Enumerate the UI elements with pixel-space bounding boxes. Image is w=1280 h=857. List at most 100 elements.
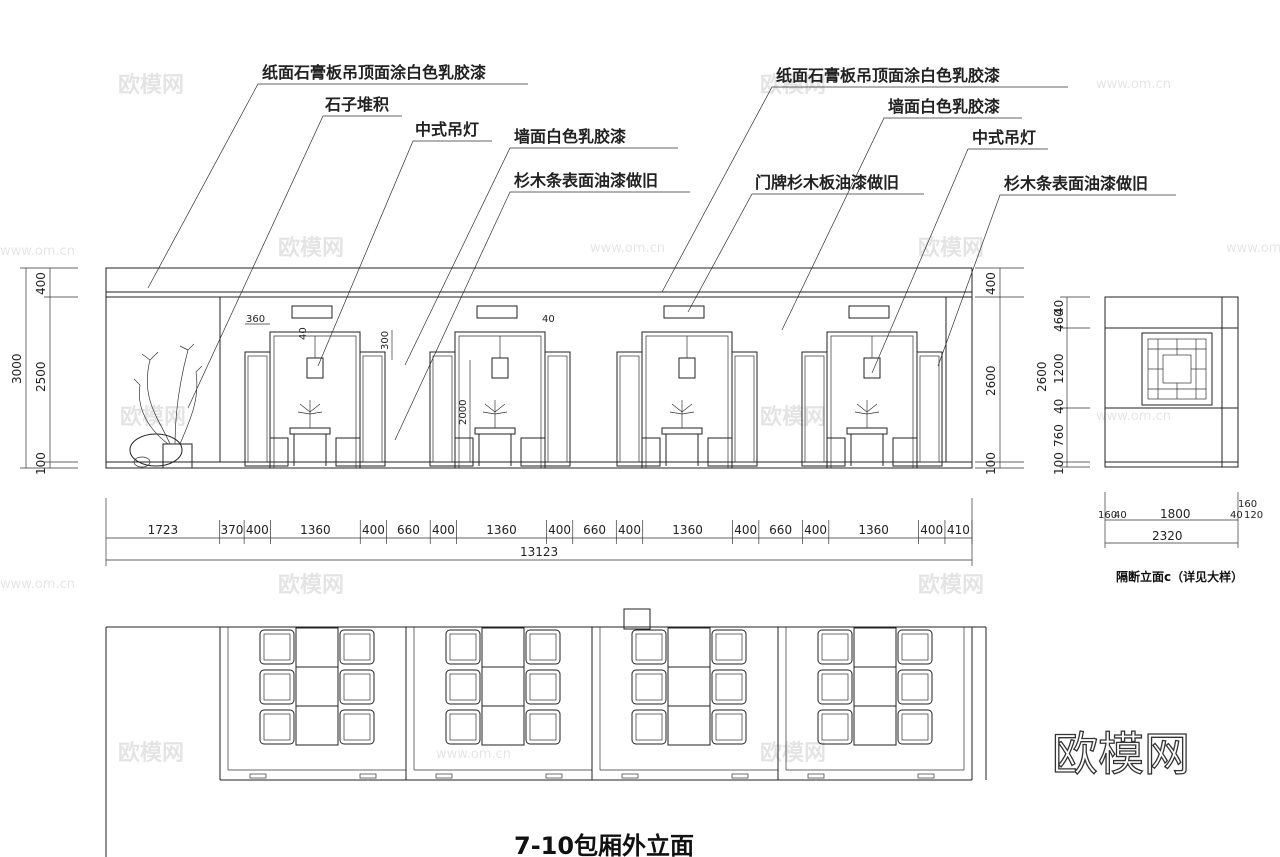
doorplate bbox=[663, 305, 705, 319]
booth-opening bbox=[641, 331, 733, 468]
plan-door-mark bbox=[249, 773, 267, 779]
plan-chair bbox=[259, 709, 295, 745]
plan-table-cell bbox=[667, 666, 711, 707]
booth-group bbox=[244, 305, 943, 468]
dim-segment-14: 660 bbox=[769, 523, 792, 537]
plan-chair-seat bbox=[263, 673, 291, 701]
booth-right-panel bbox=[916, 351, 943, 467]
main-elevation bbox=[105, 267, 973, 469]
watermark-10: 欧模网 bbox=[760, 740, 826, 766]
dim-400-left: 400 bbox=[34, 272, 48, 295]
plan-chair bbox=[525, 709, 561, 745]
dim-segment-2: 370 bbox=[220, 523, 243, 537]
plan-chair bbox=[711, 709, 747, 745]
plan-table-cell bbox=[667, 627, 711, 668]
doorplate bbox=[848, 305, 890, 319]
plan-chair-seat bbox=[263, 713, 291, 741]
dim-segment-15: 400 bbox=[804, 523, 827, 537]
booth-left-panel bbox=[429, 351, 456, 467]
plan-chair bbox=[711, 629, 747, 665]
dim-segment-7: 400 bbox=[432, 523, 455, 537]
plan-chair bbox=[339, 629, 375, 665]
booth-right-panel bbox=[544, 351, 571, 467]
dim-2000: 2000 bbox=[458, 400, 469, 425]
plan-chair bbox=[897, 629, 933, 665]
plan-chair-seat bbox=[343, 713, 371, 741]
partition-dim-40-top: 40 bbox=[1052, 300, 1066, 315]
plan-chair-seat bbox=[263, 633, 291, 661]
plan-chair-seat bbox=[529, 673, 557, 701]
partition-dim-40-mid: 40 bbox=[1052, 399, 1066, 414]
plan-chair-seat bbox=[901, 673, 929, 701]
plan-table-cell bbox=[853, 666, 897, 707]
dim-40b: 40 bbox=[542, 314, 555, 325]
booth-right-panel-inner bbox=[919, 355, 940, 463]
booth-left-panel-inner bbox=[804, 355, 825, 463]
dim-segment-18: 410 bbox=[947, 523, 970, 537]
booth-left-panel bbox=[616, 351, 643, 467]
plan-chair bbox=[817, 629, 853, 665]
chair-left bbox=[826, 437, 846, 467]
label-ceiling-right: 纸面石膏板吊顶面涂白色乳胶漆 bbox=[776, 66, 1000, 85]
dim-segment-16: 1360 bbox=[858, 523, 889, 537]
watermark-6: 欧模网 bbox=[760, 404, 826, 430]
plan-chair-seat bbox=[449, 713, 477, 741]
plan-chair-seat bbox=[715, 633, 743, 661]
partition-dim-40-left: 40 bbox=[1114, 510, 1127, 521]
partition-dim-1800: 1800 bbox=[1160, 507, 1191, 521]
plan-chair bbox=[445, 629, 481, 665]
doorplate bbox=[291, 305, 333, 319]
plan-chair-seat bbox=[635, 633, 663, 661]
label-doorplate: 门牌杉木板油漆做旧 bbox=[755, 173, 899, 192]
plan-chair-seat bbox=[635, 673, 663, 701]
plan-table-cell bbox=[853, 627, 897, 668]
chair-right bbox=[892, 437, 918, 467]
dim-400-right: 400 bbox=[984, 272, 998, 295]
plan-table-cell bbox=[295, 627, 339, 668]
partition-dim-760: 760 bbox=[1052, 424, 1066, 447]
plan-chair-seat bbox=[343, 633, 371, 661]
plan-door-mark bbox=[435, 773, 453, 779]
plan-door-mark bbox=[621, 773, 639, 779]
dim-segment-11: 400 bbox=[618, 523, 641, 537]
watermark-1: 欧模网 bbox=[118, 72, 184, 98]
plan-chair-seat bbox=[901, 633, 929, 661]
booth-right-panel bbox=[731, 351, 758, 467]
partition-dim-160: 160 bbox=[1098, 510, 1117, 521]
plan-chair bbox=[631, 669, 667, 705]
plan-chair bbox=[445, 669, 481, 705]
watermark-2: 欧模网 bbox=[760, 72, 826, 98]
plan-chair-seat bbox=[449, 673, 477, 701]
plan-chair bbox=[339, 709, 375, 745]
booth-right-panel-inner bbox=[734, 355, 755, 463]
plan-chair bbox=[711, 669, 747, 705]
plan-chair-seat bbox=[821, 633, 849, 661]
label-fir-right: 杉木条表面油漆做旧 bbox=[1004, 174, 1148, 193]
booth-left-panel-inner bbox=[247, 355, 268, 463]
dim-segment-12: 1360 bbox=[672, 523, 703, 537]
plan-chair bbox=[631, 709, 667, 745]
plan-chair-seat bbox=[635, 713, 663, 741]
label-fir-left: 杉木条表面油漆做旧 bbox=[514, 171, 658, 190]
chair-left bbox=[269, 437, 289, 467]
chair-left bbox=[454, 437, 474, 467]
watermark-url-3: www.om.cn bbox=[590, 241, 665, 256]
booth-right-panel bbox=[359, 351, 386, 467]
plan-table-cell bbox=[853, 705, 897, 746]
label-lamp-left: 中式吊灯 bbox=[415, 120, 479, 139]
dim-total-13123: 13123 bbox=[520, 545, 558, 559]
partition-dim-460: 460 bbox=[1052, 309, 1066, 332]
plan-chair bbox=[817, 669, 853, 705]
table-plant bbox=[297, 400, 323, 428]
left-vertical-dims: 3000 400 2500 100 bbox=[10, 267, 78, 475]
watermark-7: 欧模网 bbox=[278, 572, 344, 598]
plan-chair-seat bbox=[529, 713, 557, 741]
plan-chair bbox=[259, 669, 295, 705]
watermark-8: 欧模网 bbox=[918, 572, 984, 598]
table-top bbox=[289, 427, 331, 435]
partition-elevation: 2600 40 460 1200 40 760 100 160 40 1800 … bbox=[1035, 296, 1263, 584]
plan-chair bbox=[897, 669, 933, 705]
table-plant bbox=[482, 400, 508, 428]
dim-2500: 2500 bbox=[34, 361, 48, 392]
